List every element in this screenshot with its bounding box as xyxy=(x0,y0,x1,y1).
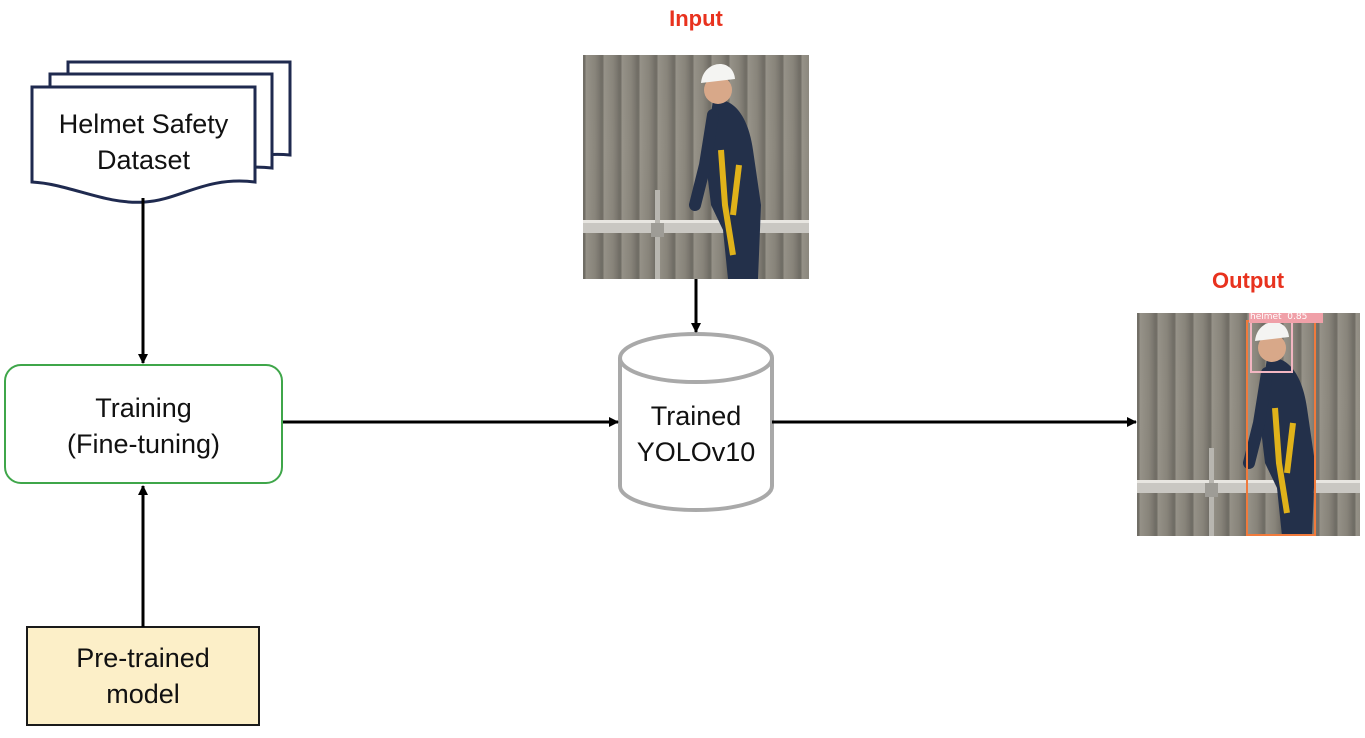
model-label-line1: Trained xyxy=(650,401,742,431)
input-image-wall xyxy=(583,55,809,279)
cylinder-body xyxy=(618,358,774,512)
dataset-label: Helmet Safety Dataset xyxy=(32,104,255,180)
training-label: Training (Fine-tuning) xyxy=(5,388,282,464)
output-label: Output xyxy=(1211,268,1285,293)
pretrained-label: Pre-trained model xyxy=(27,638,259,714)
dataset-label-line2: Dataset xyxy=(96,145,191,175)
input-image xyxy=(583,55,809,279)
detection-label: helmet 0.85 xyxy=(1250,313,1308,322)
pretrained-label-line2: model xyxy=(106,679,180,709)
pretrained-label-line1: Pre-trained xyxy=(76,643,210,673)
output-image-wall xyxy=(1137,313,1360,536)
input-image-scene xyxy=(583,64,809,279)
pretrained-node xyxy=(26,626,260,726)
dataset-label-line1: Helmet Safety xyxy=(58,109,229,139)
dataset-sheet-front xyxy=(30,85,257,204)
model-cylinder xyxy=(618,332,774,512)
input-label: Input xyxy=(669,6,723,31)
output-image: helmet 0.85 xyxy=(1137,313,1360,536)
model-label-line2: YOLOv10 xyxy=(636,437,756,467)
training-label-line1: Training xyxy=(95,393,192,423)
model-label: Trained YOLOv10 xyxy=(620,396,772,472)
detection-tag-bg xyxy=(1249,313,1323,323)
training-node xyxy=(4,364,283,484)
dataset-node xyxy=(30,60,292,204)
output-image-scene xyxy=(1137,313,1360,536)
training-label-line2: (Fine-tuning) xyxy=(66,429,221,459)
cylinder-top xyxy=(618,332,774,384)
